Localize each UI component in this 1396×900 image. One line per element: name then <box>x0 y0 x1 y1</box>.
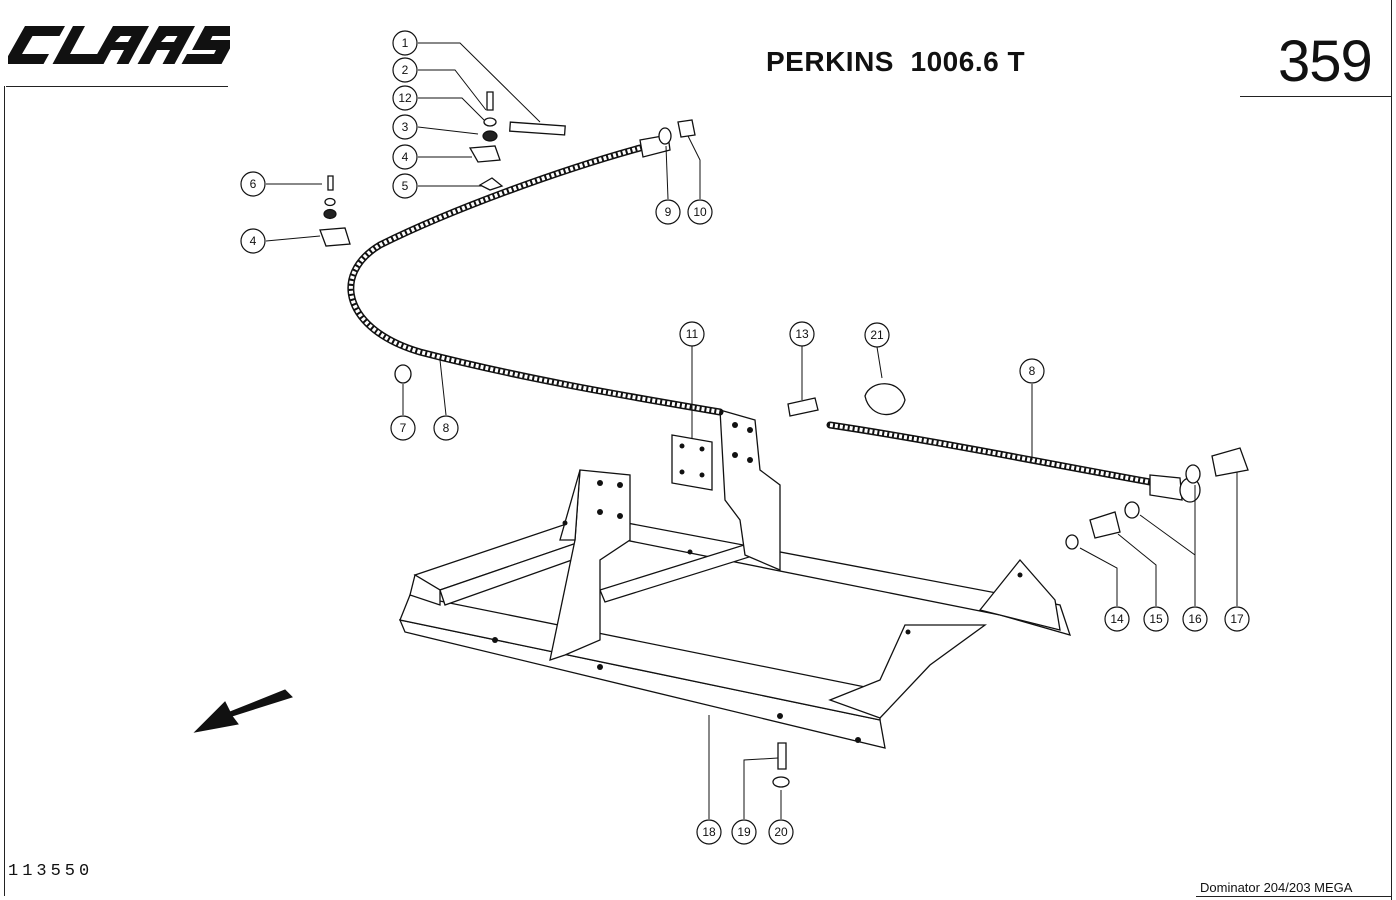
callout-21: 21 <box>864 322 890 348</box>
callout-16: 16 <box>1182 606 1208 632</box>
callout-label: 15 <box>1149 612 1163 626</box>
callout-label: 3 <box>402 120 409 134</box>
callout-label: 5 <box>402 179 409 193</box>
model-caption: Dominator 204/203 MEGA <box>1200 880 1353 895</box>
callout-9: 9 <box>655 199 681 225</box>
callout-label: 7 <box>400 421 407 435</box>
direction-arrow <box>193 689 293 733</box>
callout-8a: 8 <box>433 415 459 441</box>
callout-label: 12 <box>398 91 412 105</box>
callout-14: 14 <box>1104 606 1130 632</box>
callout-19: 19 <box>731 819 757 845</box>
mounting-plate <box>671 434 713 491</box>
callout-label: 21 <box>870 328 884 342</box>
callout-label: 13 <box>795 327 809 341</box>
callout-label: 20 <box>774 825 788 839</box>
callout-6: 6 <box>240 171 266 197</box>
page-title: PERKINS 1006.6 T <box>766 46 1026 77</box>
callout-1: 1 <box>392 30 418 56</box>
callout-20: 20 <box>768 819 794 845</box>
leader-lines <box>265 42 1238 819</box>
callout-17: 17 <box>1224 606 1250 632</box>
callout-4b: 4 <box>240 228 266 254</box>
callout-label: 16 <box>1188 612 1202 626</box>
frame-bottom-border <box>1196 896 1392 897</box>
mounting-frame <box>398 409 1072 749</box>
callout-label: 19 <box>737 825 751 839</box>
callout-label: 4 <box>250 234 257 248</box>
callout-2: 2 <box>392 57 418 83</box>
callout-label: 6 <box>250 177 257 191</box>
callout-15: 15 <box>1143 606 1169 632</box>
header-rule-left <box>6 86 228 87</box>
callout-label: 1 <box>402 36 409 50</box>
callout-10: 10 <box>687 199 713 225</box>
callout-label: 8 <box>443 421 450 435</box>
callout-12: 12 <box>392 85 418 111</box>
callout-label: 11 <box>686 327 699 341</box>
callout-5: 5 <box>392 173 418 199</box>
header-rule-right <box>1240 96 1392 97</box>
frame-right-border <box>1391 0 1392 900</box>
callout-18: 18 <box>696 819 722 845</box>
callout-label: 10 <box>693 205 707 219</box>
callout-label: 9 <box>665 205 672 219</box>
callout-label: 17 <box>1230 612 1244 626</box>
callout-label: 8 <box>1029 364 1036 378</box>
callout-label: 2 <box>402 63 409 77</box>
callout-8b: 8 <box>1019 358 1045 384</box>
drawing-number: 113550 <box>8 862 94 881</box>
claas-logo <box>8 26 230 64</box>
small-hardware <box>319 91 1249 788</box>
callout-4a: 4 <box>392 144 418 170</box>
frame-left-border <box>4 86 5 896</box>
page-number: 359 <box>1278 29 1373 94</box>
callout-7: 7 <box>390 415 416 441</box>
callout-label: 14 <box>1110 612 1124 626</box>
hydraulic-hose <box>347 134 1201 503</box>
callout-3: 3 <box>392 114 418 140</box>
callout-label: 18 <box>702 825 716 839</box>
callout-13: 13 <box>789 321 815 347</box>
callout-label: 4 <box>402 150 409 164</box>
callout-11: 11 <box>679 321 705 347</box>
